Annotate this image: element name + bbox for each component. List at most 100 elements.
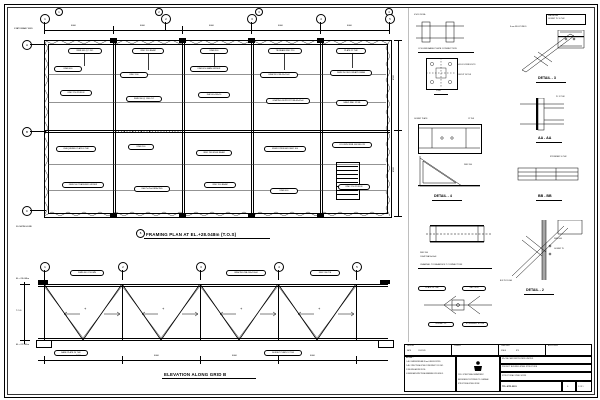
stamp-label: CIVIL / STRUCTURAL DEPARTMENT [458, 375, 484, 376]
title-block-notes-cell [404, 356, 456, 392]
detail-plan-title: COLUMN BASE PLATE CONNECTION [418, 48, 457, 50]
detail-2-note-1: GUSSET PL [554, 248, 565, 250]
plan-callout-19: COLUMN ISMB 400 BELOW [332, 142, 372, 148]
approval-col-0: DESIGN [407, 345, 414, 347]
detail-plan-plate-plan [426, 58, 458, 90]
plan-callout-8: BRACING ISA 90x90x8 [260, 72, 298, 78]
plan-perimeter-truss [44, 40, 390, 216]
elev-bottom-chord [38, 338, 388, 339]
section-bb-note-0: STIFFENER 10 THK [550, 156, 567, 158]
note-4: 4. REFER ARCHITECTURAL DRAWING FOR LEVEL… [406, 374, 444, 375]
plan-callout-10: ISMC 250 PURLIN [60, 90, 92, 96]
plan-grid-line-4 [251, 40, 252, 216]
plan-callout-3: TIE BEAM ISMC 250 [268, 48, 302, 54]
elev-dim-4: 6000 [310, 355, 315, 357]
detail-3: ISA 90x90x8 GUSSET PL 10 THK 8 mm FILLET… [510, 14, 590, 92]
title-block-client-cell [500, 356, 592, 364]
section-aa-title: AA - AA [538, 136, 552, 140]
detail-3-note-0: ISA 90x90x8 [548, 15, 559, 17]
plan-callout-15: CHEQUERED PLATE 6 THK [56, 146, 96, 152]
elevation-view: 1 2 3 4 5 [14, 262, 404, 382]
section-bb-title: BB - BB [538, 194, 552, 198]
plan-title-underline [144, 238, 270, 239]
plan-dim-right-2: 4500 [393, 167, 395, 172]
plan-outline [44, 40, 392, 218]
plan-callout-22: ISMC 300 BEAM [204, 182, 236, 188]
plan-callout-24: ISMC 250 PURLIN [338, 184, 370, 190]
client-name: M/s TALCHER FERTILIZERS LIMITED [502, 358, 534, 360]
elev-callout-2: ISMC 300 TIE [310, 270, 340, 276]
plan-dim-top-5: 6000 [347, 25, 352, 27]
zone-mark-1: 1 [55, 8, 63, 16]
plan-title: FRAMING PLAN AT EL.+28.048m (T.O.S) [146, 232, 237, 237]
plan-note-floating-end: FLOATING END [16, 226, 33, 228]
note-3: 3. WELDING AS PER IS 816. [406, 370, 426, 371]
title-block-rev-cell [562, 381, 576, 392]
detail-4-note-0: GUSSET PLATE [414, 118, 428, 120]
detail-channel: ISMC 300 CLEAT ISA 90x90x8 CHANNEL TO BE… [418, 218, 498, 274]
grid-bubble-left-a: A [22, 40, 32, 50]
approval-col-3: APPROVED [548, 345, 558, 347]
zone-mark-2: 2 [155, 8, 163, 16]
elev-level-bottom: EL.+22.500m [16, 344, 30, 346]
elev-callout-1: BRACING ISA 100x100x8 [226, 270, 266, 276]
title-block-stamp-cell [456, 356, 500, 392]
plan-callout-18: STAIR STRINGER ISMC 300 [264, 146, 306, 152]
elev-callout-0: ISMB 400 COLUMN [70, 270, 104, 276]
plan-grid-line-b [44, 130, 390, 131]
elev-dim-2: 6000 [154, 355, 159, 357]
section-aa: PL 12 THK AA - AA [510, 96, 590, 152]
elev-top-chord [38, 284, 388, 285]
detail-plan-note-1: HOLD DOWN BOLTS [458, 64, 476, 66]
grid-bubble-top-5: 5 [385, 14, 395, 24]
note-2: 2. ALL STRUCTURAL STEEL CONFORMS TO IS 2… [406, 366, 444, 367]
plan-grid-line-2 [113, 40, 114, 216]
elev-dim-1: 6000 [76, 355, 81, 357]
approval-col-2: CHECKED [501, 345, 510, 347]
section-aa-sketch [520, 98, 564, 131]
title-block-sheet-cell [576, 381, 592, 392]
approval-date-value: 12.03.2019 [418, 351, 426, 352]
detail-plan-label: PLAN [436, 90, 441, 92]
detail-node-lower: PLATE 16 THK SECTION GUSSET PL STIFFENER… [418, 286, 498, 338]
area-separator [408, 8, 409, 342]
plan-dim-top-2: 6000 [140, 25, 145, 27]
detail-plan-note-0: 4 NOS 24 DIA [414, 14, 426, 16]
detail-2-sketch [511, 220, 583, 280]
detail-4-gusset [418, 156, 480, 187]
elevation-title-underline [162, 378, 256, 379]
detail-node-callout-bottom2: STIFFENER 10 THK [462, 322, 488, 327]
detail-plan-note-2: GROUT 50 THK [458, 74, 472, 76]
approval-strip: DESIGN DRAWN CHECKED APPROVED DATE 12.03… [404, 344, 592, 356]
plan-callout-14: HAND RAIL 32 NB [336, 100, 368, 106]
rev-value: 0 [567, 386, 569, 388]
detail-channel-note-1: CLEAT ISA 90x90x8 [420, 256, 437, 258]
detail-2: ISMB 400 GUSSET PL BOLTS 20 DIA DETAIL -… [496, 218, 590, 304]
plan-dim-top-4: 6000 [278, 25, 283, 27]
approval-scale-value: NTS [516, 351, 519, 352]
grid-bubble-top-2: 2 [161, 14, 171, 24]
plan-callout-20: ISMB 500 TRANSFER GIRDER [62, 182, 104, 188]
title-block: NOTES : 1. ALL DIMENSIONS ARE IN mm UNLE… [404, 356, 592, 392]
sheet-border-inner [7, 7, 595, 395]
detail-3-note-1: GUSSET PL 10 THK [548, 18, 565, 20]
elev-arrows [63, 311, 355, 317]
grid-bubble-left-c: C [22, 206, 32, 216]
plan-callout-16: ISMB 200 [128, 144, 154, 150]
plan-callout-1: ISMC 300 BEAM [132, 48, 164, 54]
plan-grid-line-3 [182, 40, 183, 216]
elev-grid-bubble-3: 3 [196, 262, 206, 272]
detail-channel-note-0: ISMC 300 [420, 252, 428, 254]
detail-3-note-box [546, 14, 586, 25]
detail-2-title: DETAIL - 2 [526, 288, 544, 292]
sheet-border [4, 4, 598, 398]
detail-node-callout-bottom: GUSSET PL [428, 322, 454, 327]
framing-plan: 6000 6000 6000 6000 6000 1 2 3 4 5 STATI… [14, 14, 404, 254]
detail-3-title: DETAIL - 3 [538, 76, 556, 80]
elev-level-tos: T.O.S [16, 310, 22, 312]
plan-note-stationary-end: STATIONARY END [14, 28, 33, 30]
detail-4-title: DETAIL - 4 [434, 194, 452, 198]
elev-bracing [43, 284, 357, 341]
elev-column-left [38, 280, 48, 284]
detail-plan-plate-sketch [416, 21, 464, 43]
